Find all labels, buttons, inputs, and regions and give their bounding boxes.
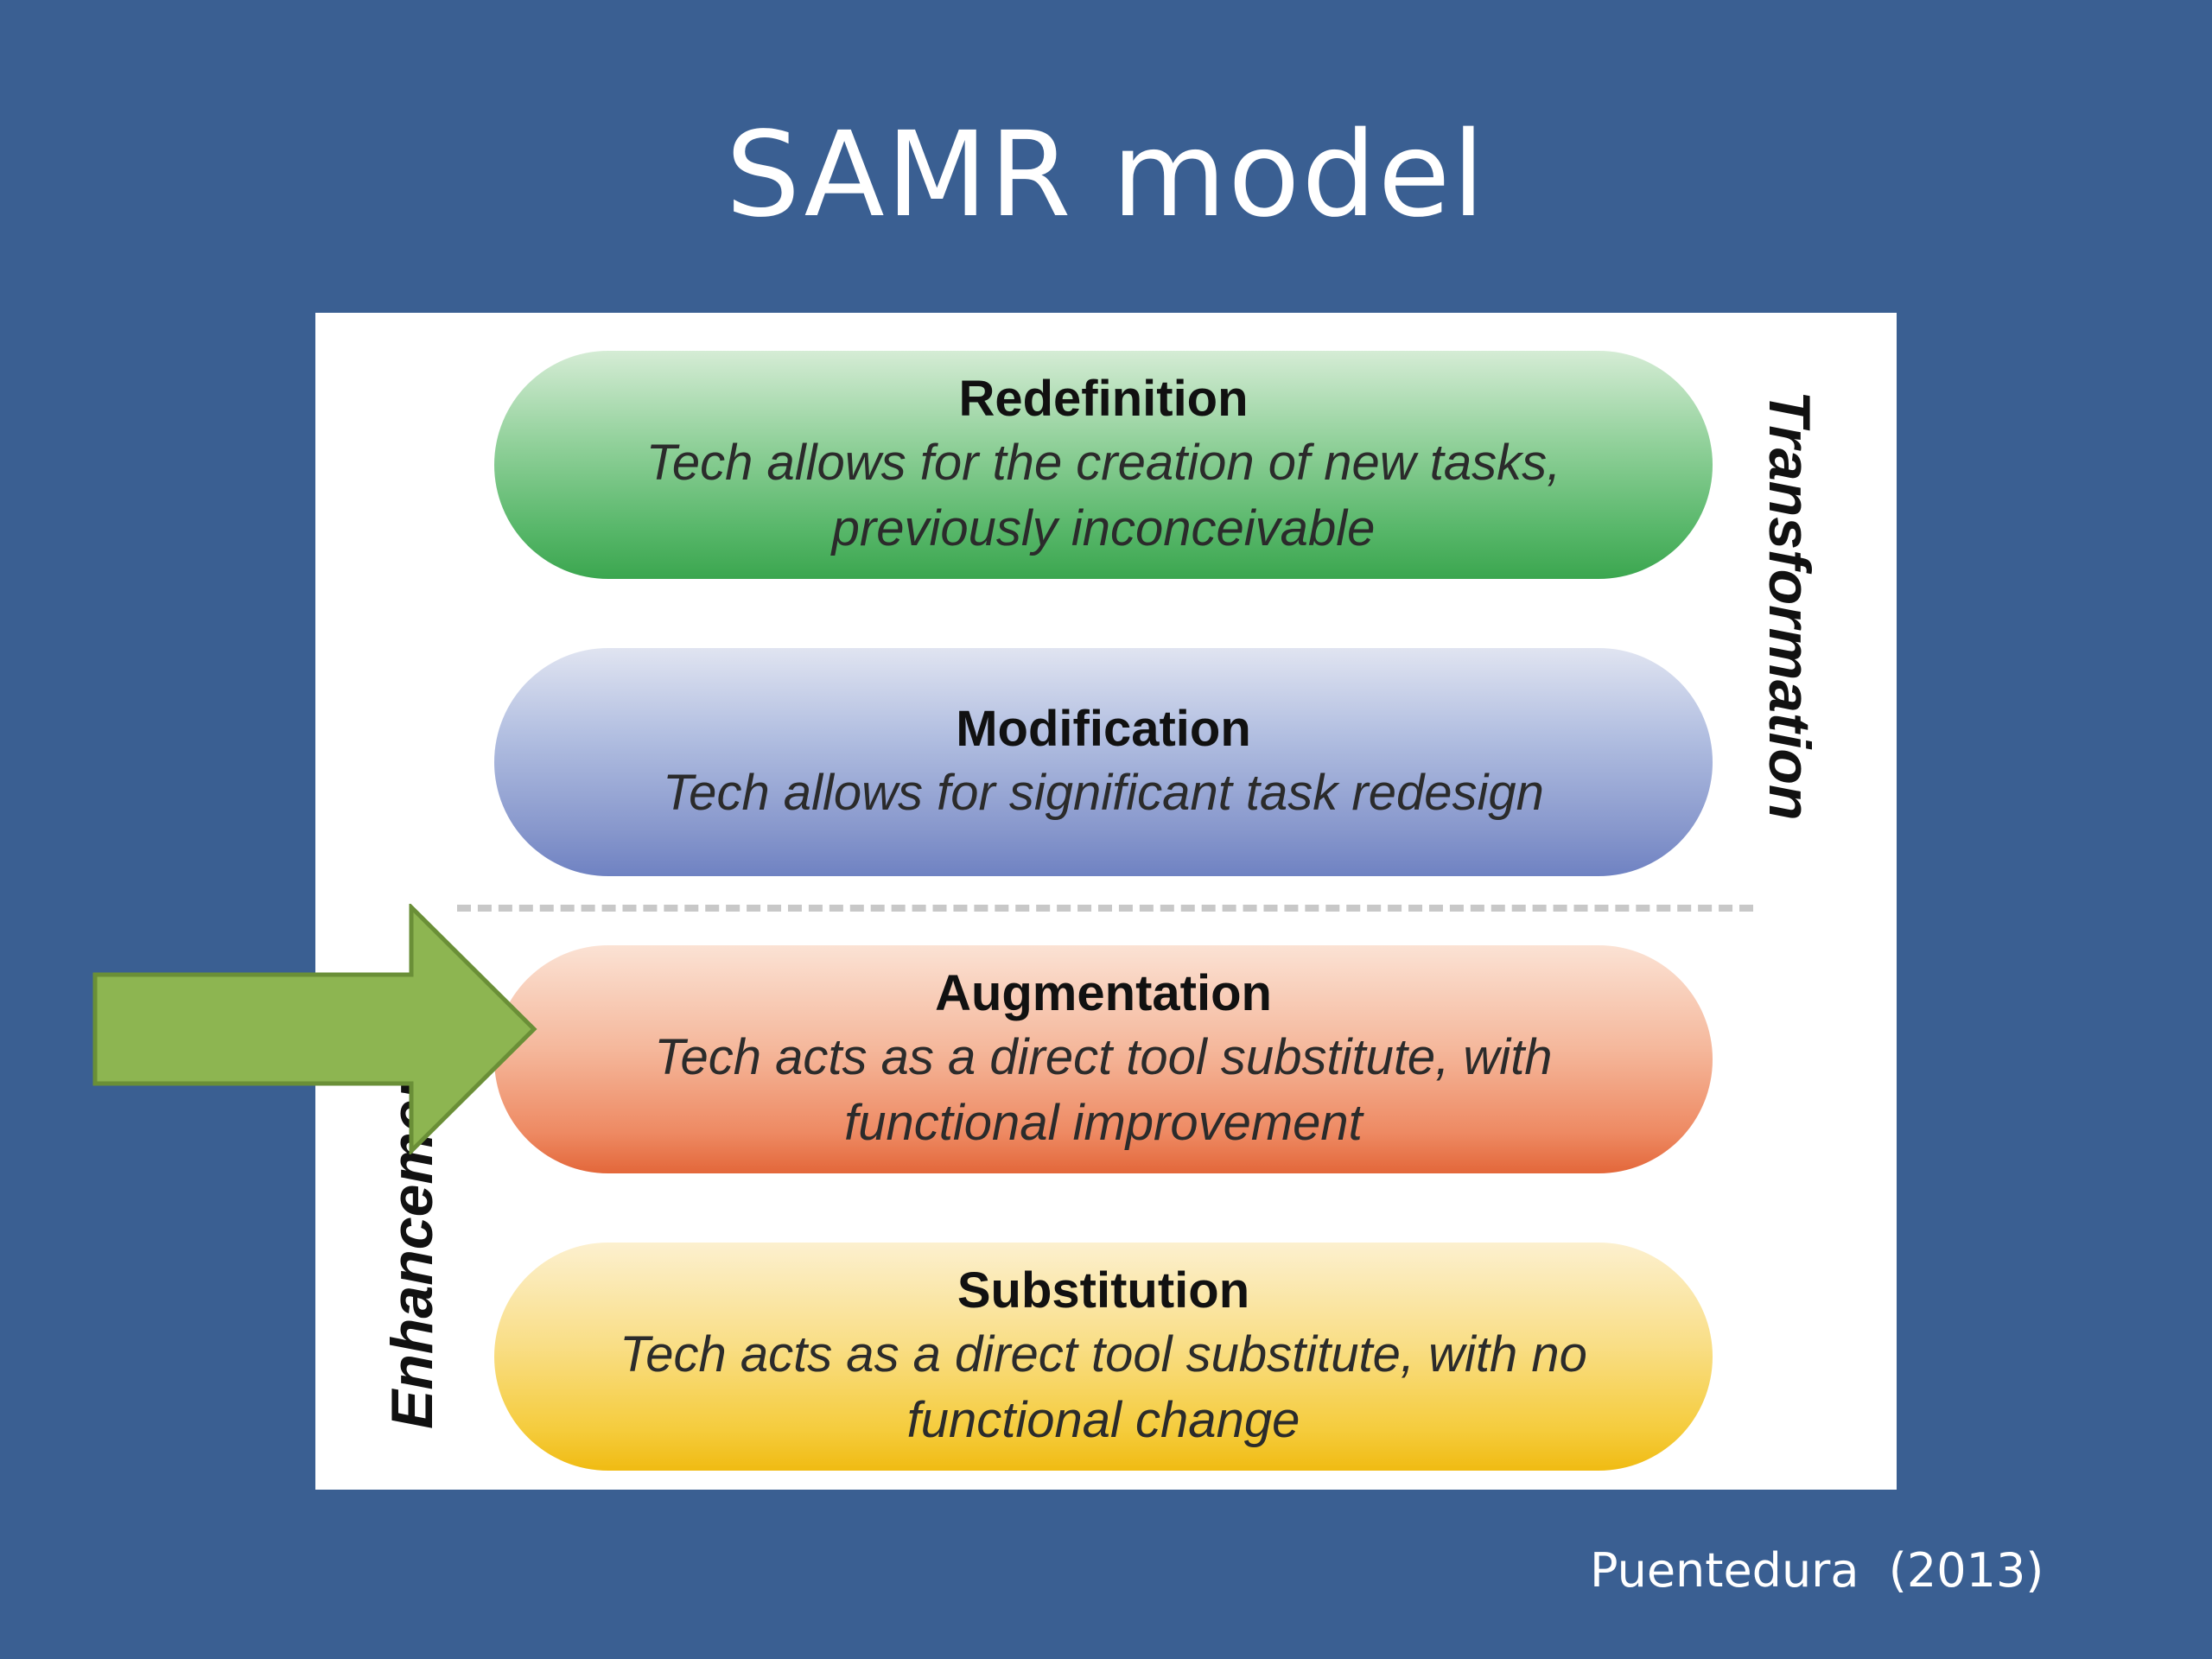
level-description: Tech acts as a direct tool substitute, w… <box>620 1326 1587 1448</box>
samr-diagram: Redefinition Tech allows for the creatio… <box>315 313 1897 1490</box>
level-description: Tech allows for the creation of new task… <box>645 435 1561 556</box>
level-redefinition: Redefinition Tech allows for the creatio… <box>494 351 1713 579</box>
arrow-shape <box>92 904 537 1154</box>
divider-line <box>457 905 1753 912</box>
level-augmentation: Augmentation Tech acts as a direct tool … <box>494 945 1713 1173</box>
level-name: Substitution <box>957 1262 1250 1319</box>
level-name: Augmentation <box>935 965 1272 1021</box>
level-name: Redefinition <box>958 371 1249 427</box>
slide-title: SAMR model <box>725 107 1487 244</box>
level-description: Tech acts as a direct tool substitute, w… <box>654 1029 1553 1151</box>
citation: Puentedura (2013) <box>1590 1543 2044 1598</box>
level-substitution: Substitution Tech acts as a direct tool … <box>494 1243 1713 1471</box>
level-name: Modification <box>956 701 1251 757</box>
level-modification: Modification Tech allows for significant… <box>494 648 1713 876</box>
arrow-right-icon <box>92 904 537 1154</box>
group-label-transformation: Transformation <box>1757 391 1822 821</box>
level-description: Tech allows for significant task redesig… <box>663 765 1544 821</box>
